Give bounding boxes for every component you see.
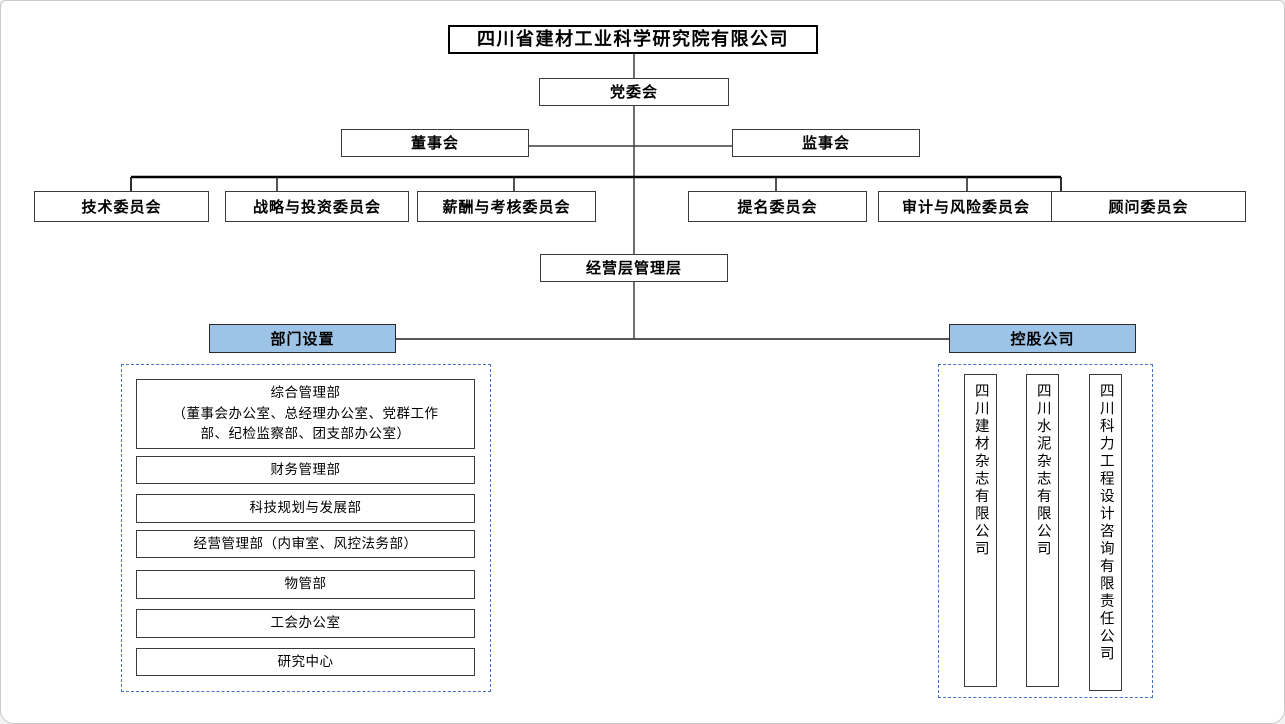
committee-audit-risk-box: 审计与风险委员会 (878, 191, 1054, 222)
holding-company-jiancai-label: 四川建材杂志有限公司 (972, 383, 989, 558)
committee-strategy-investment-box: 战略与投资委员会 (225, 191, 409, 222)
departments-dashed-container (121, 364, 491, 692)
dept-finance-box: 财务管理部 (136, 456, 475, 484)
committee-nomination-box: 提名委员会 (688, 191, 867, 222)
dept-general-management-box: 综合管理部 （董事会办公室、总经理办公室、党群工作 部、纪检监察部、团支部办公室… (136, 379, 475, 449)
dept-tech-planning-box: 科技规划与发展部 (136, 494, 475, 523)
board-of-directors-box: 董事会 (341, 129, 529, 157)
dept-operations-box: 经营管理部（内审室、风控法务部） (136, 530, 475, 558)
holding-company-keli-box: 四川科力工程设计咨询有限责任公司 (1089, 374, 1122, 691)
committee-remuneration-appraisal-box: 薪酬与考核委员会 (417, 191, 596, 222)
dept-union-office-box: 工会办公室 (136, 609, 475, 638)
committee-technology-box: 技术委员会 (34, 191, 209, 222)
company-title-box: 四川省建材工业科学研究院有限公司 (448, 25, 818, 54)
party-committee-box: 党委会 (539, 78, 729, 106)
holding-company-jiancai-box: 四川建材杂志有限公司 (964, 374, 997, 687)
dept-general-management-line2: （董事会办公室、总经理办公室、党群工作 (172, 405, 439, 422)
holding-company-shuini-label: 四川水泥杂志有限公司 (1034, 383, 1051, 558)
supervisory-board-box: 监事会 (732, 129, 920, 157)
committee-advisory-box: 顾问委员会 (1051, 191, 1246, 222)
holdings-section-header: 控股公司 (949, 324, 1136, 353)
holdings-dashed-container (938, 364, 1153, 698)
departments-section-header: 部门设置 (209, 324, 396, 353)
holding-company-keli-label: 四川科力工程设计咨询有限责任公司 (1097, 383, 1114, 663)
holding-company-shuini-box: 四川水泥杂志有限公司 (1026, 374, 1059, 687)
dept-general-management-line3: 部、纪检监察部、团支部办公室） (200, 426, 411, 443)
dept-property-box: 物管部 (136, 570, 475, 599)
dept-research-center-box: 研究中心 (136, 648, 475, 676)
dept-general-management-line1: 综合管理部 (270, 384, 341, 401)
management-layer-box: 经营层管理层 (540, 254, 728, 282)
